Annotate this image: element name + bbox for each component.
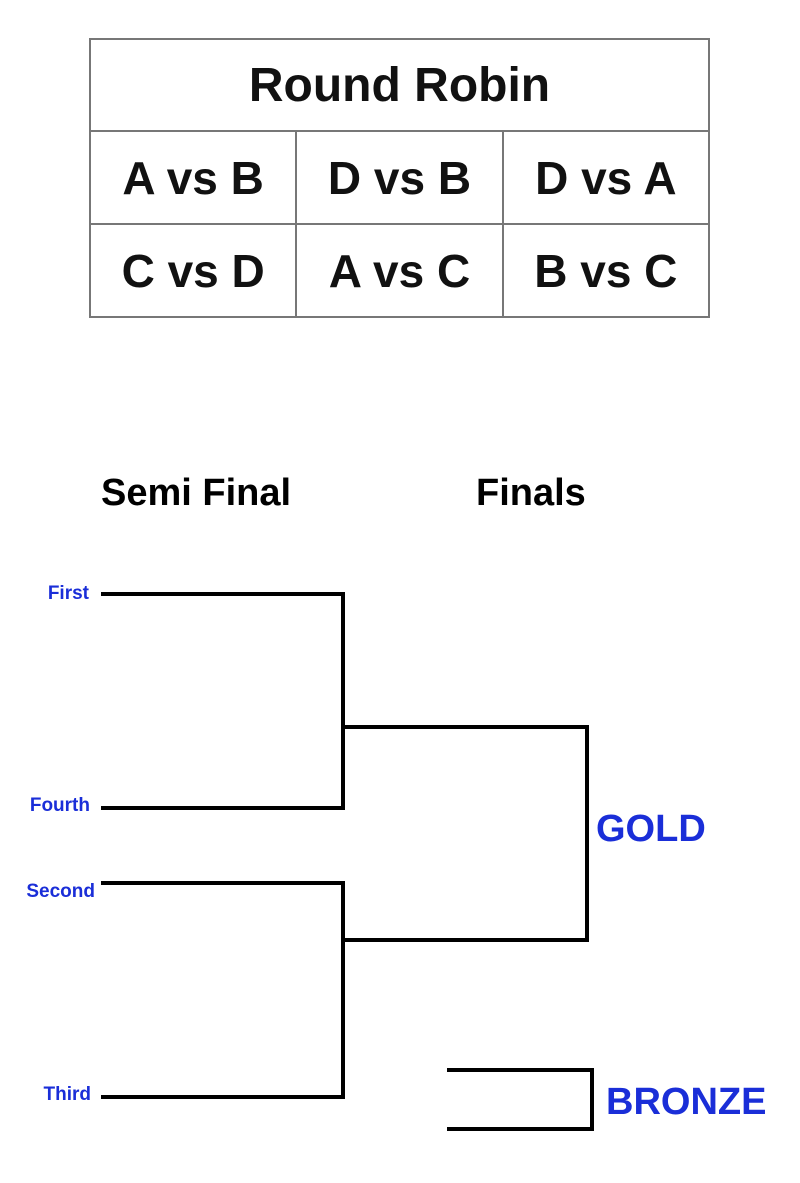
bracket-lines: [101, 592, 594, 1131]
semi-final-heading: Semi Final: [101, 472, 292, 514]
match-cell: D vs B: [295, 130, 504, 225]
match-cell: B vs C: [501, 223, 711, 318]
seed-label-first: First: [48, 583, 90, 604]
match-cell: C vs D: [88, 223, 298, 318]
semi-final-2-bracket: [101, 881, 345, 1099]
gold-label: GOLD: [596, 808, 706, 850]
round-robin-table: Round Robin A vs B D vs B D vs A C vs D …: [88, 38, 711, 318]
bronze-bracket: [447, 1068, 594, 1131]
seed-label-second: Second: [26, 881, 95, 902]
seed-label-fourth: Fourth: [30, 795, 90, 816]
finals-heading: Finals: [476, 472, 586, 514]
match-cell: A vs B: [88, 130, 298, 225]
match-cell: D vs A: [501, 130, 711, 225]
match-cell: A vs C: [295, 223, 504, 318]
final-bracket: [343, 725, 589, 942]
round-robin-title: Round Robin: [89, 38, 710, 132]
bronze-label: BRONZE: [606, 1081, 766, 1123]
seed-label-third: Third: [44, 1084, 92, 1105]
semi-final-1-bracket: [101, 592, 345, 810]
